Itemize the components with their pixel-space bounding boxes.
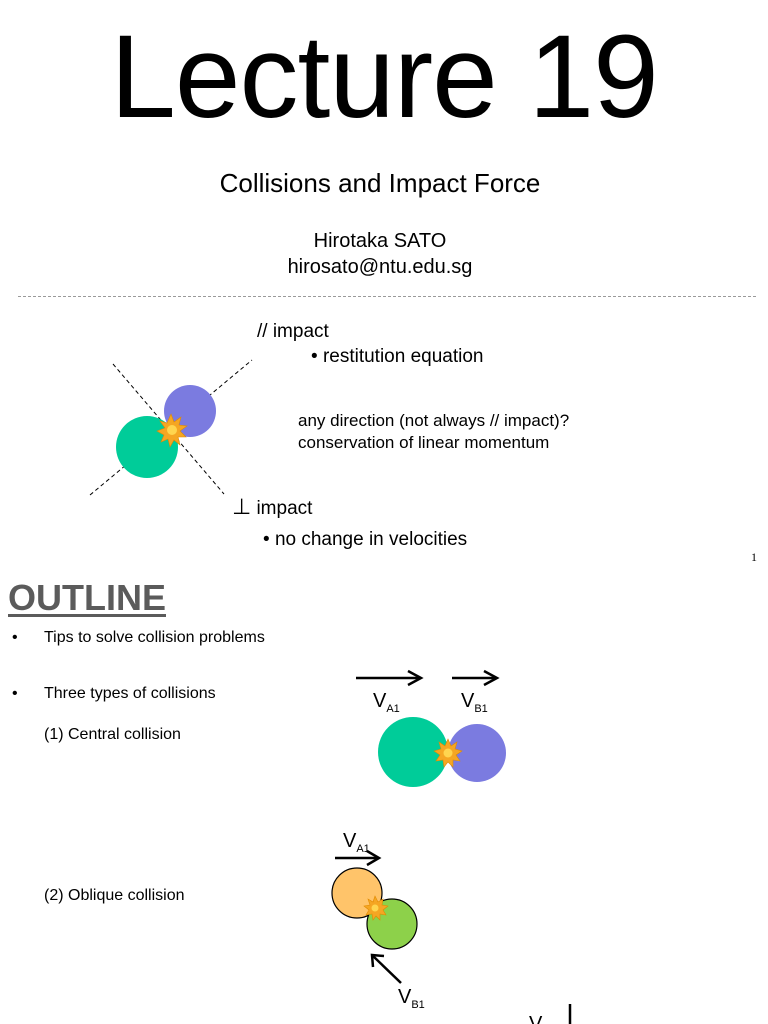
bullet-icon: • xyxy=(263,529,270,550)
bullet-icon: • xyxy=(12,685,18,702)
lecture-title: Lecture 19 xyxy=(110,11,659,143)
author-name: Hirotaka SATO xyxy=(313,230,447,252)
bullet-icon: • xyxy=(311,346,318,367)
restitution-text: restitution equation xyxy=(322,346,484,367)
slide-divider xyxy=(18,296,756,297)
impact-burst-core xyxy=(167,425,177,435)
central-collision-diagram: VA1 VB1 xyxy=(356,669,506,787)
page-number: 1 xyxy=(751,550,757,564)
label-vb1-oblique: VB1 xyxy=(398,986,425,1011)
oblique-collision-label: (2) Oblique collision xyxy=(44,887,185,904)
central-collision-label: (1) Central collision xyxy=(44,726,181,743)
outline-item-tips: Tips to solve collision problems xyxy=(44,629,265,646)
outline-item-types: Three types of collisions xyxy=(44,685,216,702)
slide1-collision-diagram xyxy=(89,359,253,496)
lecture-subtitle: Collisions and Impact Force xyxy=(219,168,541,198)
no-change-item: • no change in velocities xyxy=(263,529,467,551)
partial-figure-cropped: V xyxy=(529,1004,572,1024)
outline-heading: OUTLINE xyxy=(8,577,166,618)
svg-text:V: V xyxy=(529,1013,543,1024)
perpendicular-impact-label: ⊥ impact xyxy=(232,495,313,520)
label-va1-central: VA1 xyxy=(373,690,400,715)
ball-a-teal xyxy=(378,717,448,787)
label-vb1-central: VB1 xyxy=(461,690,488,715)
no-change-text: no change in velocities xyxy=(274,529,468,550)
author-block: Hirotaka SATO hirosato@ntu.edu.sg xyxy=(0,228,760,280)
perpendicular-icon: ⊥ xyxy=(232,495,252,520)
bullet-icon: • xyxy=(12,629,18,646)
conservation-text: conservation of linear momentum xyxy=(298,433,550,452)
oblique-collision-diagram: VA1 VB1 xyxy=(331,830,425,1011)
ball-b-blue xyxy=(448,724,506,782)
label-va1-oblique: VA1 xyxy=(343,830,370,855)
parallel-impact-label: // impact xyxy=(257,321,329,342)
velocity-arrow-b1-oblique xyxy=(372,955,402,984)
author-email[interactable]: hirosato@ntu.edu.sg xyxy=(287,256,473,278)
restitution-item: • restitution equation xyxy=(311,346,484,368)
any-direction-text: any direction (not always // impact)? xyxy=(298,411,570,430)
